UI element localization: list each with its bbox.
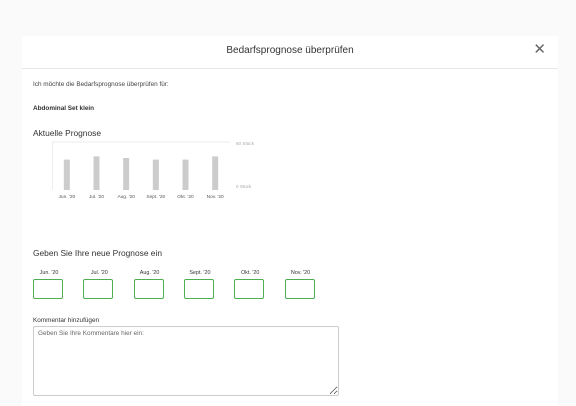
forecast-month-label: Jul. '20 <box>90 270 108 276</box>
forecast-bar <box>212 156 219 190</box>
forecast-month-input[interactable] <box>234 279 265 299</box>
forecast-bar-chart: Jun. '20 Jul. '20 Aug. '20 Sept. '20 Okt. '2… <box>52 141 255 200</box>
forecast-month-column: Aug. '20 <box>133 270 166 299</box>
forecast-month-input[interactable] <box>284 279 315 299</box>
forecast-month-label: Nov. '20 <box>290 270 311 276</box>
forecast-month-column: Okt. '20 <box>234 270 266 299</box>
forecast-inputs-row: Jun. '20 Jul. '20 Aug. '20 Sept. '20 Okt. '2… <box>33 270 333 310</box>
forecast-bar <box>63 159 70 190</box>
x-tick-label: Sept. '20 <box>146 194 165 200</box>
product-name: Abdominal Set klein <box>33 105 95 112</box>
dialog-title: Bedarfsprognose überprüfen <box>226 45 354 56</box>
x-tick-label: Aug. '20 <box>117 194 135 200</box>
close-icon[interactable]: ✕ <box>533 41 546 58</box>
forecast-month-column: Jul. '20 <box>83 270 115 299</box>
x-tick-label: Jul. '20 <box>89 194 104 200</box>
forecast-month-input[interactable] <box>33 279 63 299</box>
forecast-review-dialog: Bedarfsprognose überprüfen ✕ Ich möchte … <box>22 36 558 406</box>
intro-text: Ich möchte die Bedarfsprognose überprüfe… <box>33 81 169 88</box>
x-tick-label: Nov. '20 <box>207 194 224 200</box>
forecast-month-label: Jun. '20 <box>39 270 59 276</box>
y-tick-label: 60 Stück <box>236 141 255 146</box>
forecast-bar <box>123 158 130 190</box>
comment-label: Kommentar hinzufügen <box>33 317 100 324</box>
current-forecast-heading: Aktuelle Prognose <box>33 128 101 138</box>
forecast-month-column: Nov. '20 <box>284 270 317 299</box>
forecast-month-label: Okt. '20 <box>240 270 260 276</box>
comment-textarea[interactable] <box>33 326 339 396</box>
forecast-month-column: Sept. '20 <box>183 270 216 299</box>
forecast-month-input[interactable] <box>133 279 164 299</box>
forecast-month-input[interactable] <box>83 279 114 299</box>
chart-frame <box>52 141 230 190</box>
x-tick-label: Jun. '20 <box>59 194 76 200</box>
forecast-bar <box>182 159 189 190</box>
forecast-month-label: Sept. '20 <box>189 270 211 276</box>
forecast-bar <box>152 159 159 190</box>
forecast-month-column: Jun. '20 <box>33 270 65 299</box>
new-forecast-heading: Geben Sie Ihre neue Prognose ein <box>33 248 162 258</box>
dialog-header: Bedarfsprognose überprüfen ✕ <box>22 36 558 69</box>
current-forecast-chart: Jun. '20 Jul. '20 Aug. '20 Sept. '20 Okt. '2… <box>52 140 262 208</box>
forecast-month-label: Aug. '20 <box>139 270 160 276</box>
forecast-month-input[interactable] <box>183 279 214 299</box>
x-tick-label: Okt. '20 <box>177 194 194 200</box>
forecast-bar <box>93 156 100 190</box>
y-tick-label: 0 Stück <box>236 184 252 189</box>
